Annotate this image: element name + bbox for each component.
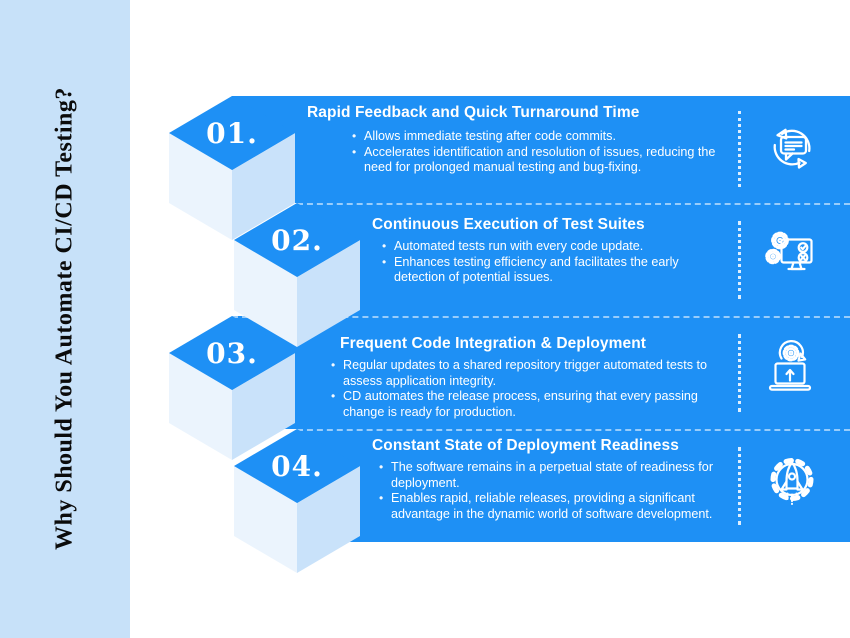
step-4-bullets: The software remains in a perpetual stat… (378, 460, 746, 522)
bullet-item: CD automates the release process, ensuri… (330, 389, 732, 420)
dotted-divider (738, 111, 741, 187)
chat-refresh-icon (760, 117, 824, 181)
step-3-title: Frequent Code Integration & Deployment (340, 335, 647, 352)
step-3-panel: Frequent Code Integration & Deployment R… (232, 316, 850, 429)
page-title: Why Should You Automate CI/CD Testing? (51, 87, 78, 551)
cube-left-face (169, 133, 232, 240)
bullet-item: Enables rapid, reliable releases, provid… (378, 491, 746, 522)
cube-left-face (169, 353, 232, 460)
step-2-panel: Continuous Execution of Test Suites Auto… (297, 203, 850, 316)
step-2-title: Continuous Execution of Test Suites (372, 216, 645, 233)
bullet-item: Automated tests run with every code upda… (381, 239, 733, 255)
dotted-divider (738, 221, 741, 299)
step-1-panel: Rapid Feedback and Quick Turnaround Time… (232, 96, 850, 203)
bullet-item: Allows immediate testing after code comm… (351, 129, 743, 145)
dotted-divider (738, 334, 741, 412)
gears-monitor-icon (760, 227, 824, 291)
cube-left-face (234, 466, 297, 573)
sidebar: Why Should You Automate CI/CD Testing? (0, 0, 130, 638)
step-4-title: Constant State of Deployment Readiness (372, 437, 679, 454)
rocket-gear-icon (760, 453, 824, 517)
step-1-title: Rapid Feedback and Quick Turnaround Time (307, 104, 640, 121)
bullet-item: The software remains in a perpetual stat… (378, 460, 746, 491)
bullet-item: Accelerates identification and resolutio… (351, 145, 743, 176)
dotted-divider (738, 447, 741, 525)
laptop-sync-icon (760, 340, 824, 404)
step-2-bullets: Automated tests run with every code upda… (381, 239, 733, 286)
step-1-bullets: Allows immediate testing after code comm… (351, 129, 743, 176)
bullet-item: Enhances testing efficiency and facilita… (381, 255, 733, 286)
step-4-panel: Constant State of Deployment Readiness T… (297, 429, 850, 542)
step-3-bullets: Regular updates to a shared repository t… (330, 358, 732, 420)
bullet-item: Regular updates to a shared repository t… (330, 358, 732, 389)
